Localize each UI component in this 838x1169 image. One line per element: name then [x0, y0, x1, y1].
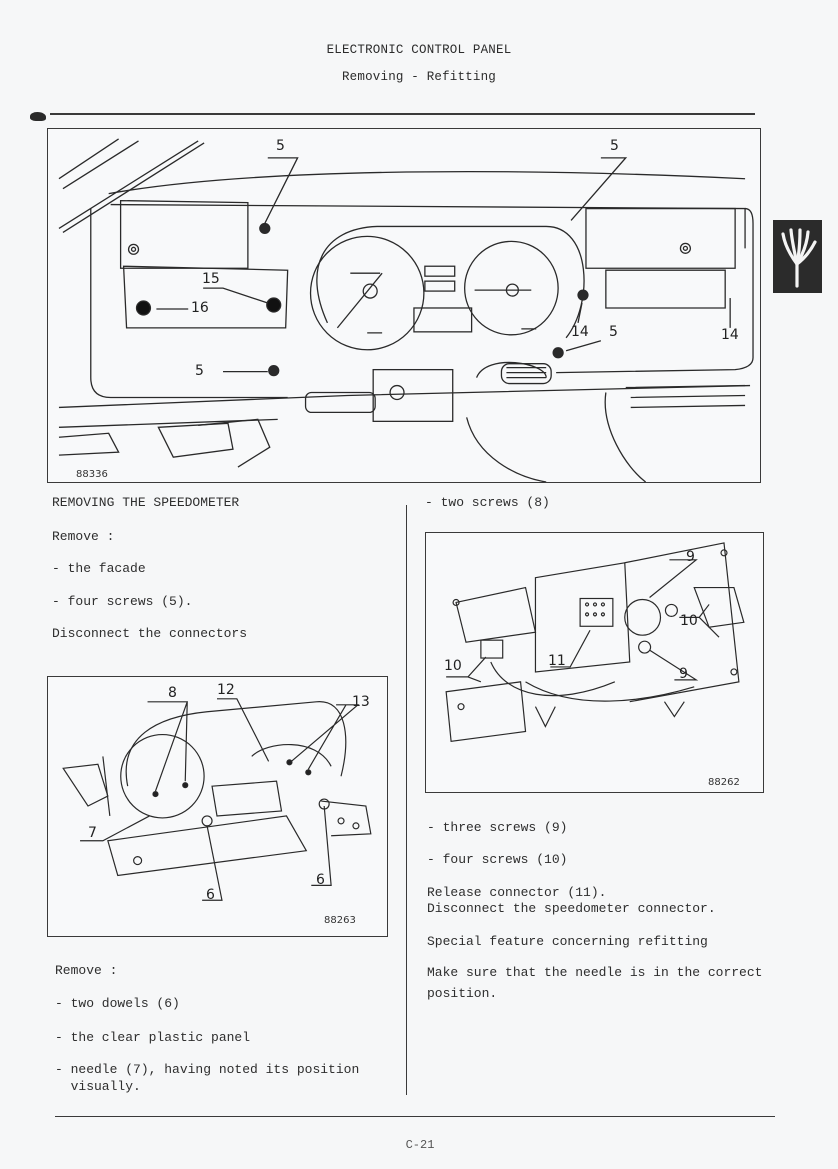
subsection-heading: Special feature concerning refitting: [427, 934, 708, 949]
page-title: ELECTRONIC CONTROL PANEL: [326, 43, 512, 57]
step-item: - two dowels (6): [55, 996, 180, 1011]
step-item: visually.: [55, 1079, 141, 1094]
callout-14: 14: [571, 324, 589, 340]
callout-12: 12: [217, 682, 235, 698]
instrument-rear-illustration: [445, 542, 745, 743]
dashboard-illustration: [58, 138, 754, 482]
instruction-text: Remove :: [52, 529, 115, 544]
note-text: Make sure that the needle is in the corr…: [427, 965, 763, 980]
figure-instrument-rear: 9 10 10 11 9 88262: [425, 532, 764, 793]
figure-dashboard: 5 5 15 16 5 14 5 14 88336: [47, 128, 761, 483]
callout-5: 5: [610, 138, 619, 154]
callout-13: 13: [352, 694, 370, 710]
footer-rule: [55, 1116, 775, 1118]
page-subtitle: Removing - Refitting: [341, 70, 497, 84]
instruction-text: Disconnect the speedometer connector.: [427, 901, 716, 916]
note-text: position.: [427, 986, 498, 1001]
callout-11: 11: [548, 653, 566, 669]
scan-smudge: [30, 112, 46, 121]
figure-ref: 88336: [76, 469, 108, 480]
page-number: C-21: [405, 1138, 435, 1152]
callout-8: 8: [168, 685, 177, 701]
step-item: - two screws (8): [425, 495, 550, 510]
header-rule: [50, 113, 755, 115]
step-item: - three screws (9): [427, 820, 568, 835]
callout-5: 5: [195, 363, 204, 379]
step-item: - the facade: [52, 561, 146, 576]
callout-9: 9: [679, 666, 688, 682]
instruction-text: Remove :: [55, 963, 118, 978]
callout-15: 15: [202, 271, 220, 287]
callout-5: 5: [609, 324, 618, 340]
step-item: - four screws (10): [427, 852, 568, 867]
callout-16: 16: [191, 300, 209, 316]
callout-10: 10: [680, 613, 698, 629]
figure-ref: 88262: [708, 777, 740, 788]
step-item: - needle (7), having noted its position: [55, 1062, 360, 1077]
callout-9: 9: [686, 549, 695, 565]
callout-7: 7: [88, 825, 97, 841]
callout-14: 14: [721, 327, 739, 343]
section-tab: [773, 220, 822, 293]
callout-10: 10: [444, 658, 462, 674]
wiring-harness-icon: [781, 228, 817, 288]
column-divider: [406, 505, 408, 1095]
figure-instrument-front: 8 12 13 7 6 6 88263: [47, 676, 388, 937]
step-item: - four screws (5).: [52, 594, 193, 609]
instrument-panel-illustration: [62, 698, 372, 901]
step-item: - the clear plastic panel: [55, 1030, 251, 1045]
callout-6: 6: [316, 872, 325, 888]
callout-6: 6: [206, 887, 215, 903]
callout-5: 5: [276, 138, 285, 154]
section-heading: REMOVING THE SPEEDOMETER: [52, 495, 240, 510]
instruction-text: Disconnect the connectors: [52, 626, 248, 641]
instruction-text: Release connector (11).: [427, 885, 607, 900]
figure-ref: 88263: [324, 915, 356, 926]
